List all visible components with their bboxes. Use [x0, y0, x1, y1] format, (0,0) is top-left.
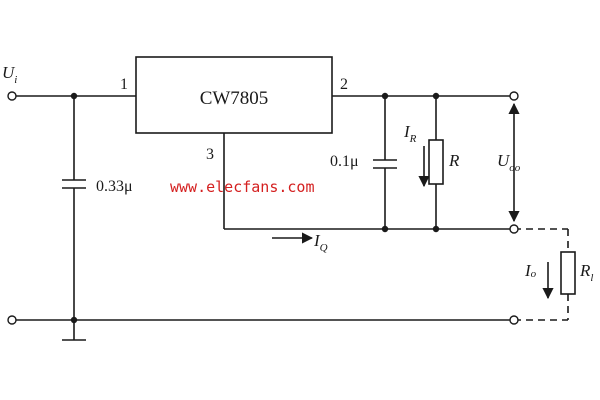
pin-3-label: 3: [206, 146, 214, 163]
load-resistor-label: Rl: [579, 261, 593, 284]
junction-dot: [381, 92, 389, 100]
junction-dot: [70, 92, 78, 100]
output-terminal-top: [509, 91, 519, 101]
junction-dot: [432, 92, 440, 100]
pin-1-label: 1: [120, 76, 128, 93]
output-terminal-bottom: [509, 315, 519, 325]
junction-dot: [70, 316, 78, 324]
watermark: www.elecfans.com: [170, 178, 315, 196]
load-resistor: [560, 251, 576, 295]
output-cap-value: 0.1μ: [330, 153, 359, 170]
output-terminal-middle: [509, 224, 519, 234]
current-q-label: IQ: [313, 231, 328, 254]
current-r-label: IR: [403, 122, 417, 145]
current-o-label: Io: [524, 261, 537, 280]
input-voltage-label: Ui: [2, 63, 17, 86]
pin-2-label: 2: [340, 76, 348, 93]
regulator-ic: [135, 56, 333, 134]
resistor-r-label: R: [448, 151, 460, 170]
junction-dot: [381, 225, 389, 233]
junction-dot: [432, 225, 440, 233]
resistor-r: [428, 139, 444, 185]
ground-terminal: [7, 315, 17, 325]
input-terminal: [7, 91, 17, 101]
output-voltage-label: Uoo: [497, 151, 521, 174]
regulator-name: CW7805: [200, 88, 269, 109]
input-cap-value: 0.33μ: [96, 178, 133, 195]
